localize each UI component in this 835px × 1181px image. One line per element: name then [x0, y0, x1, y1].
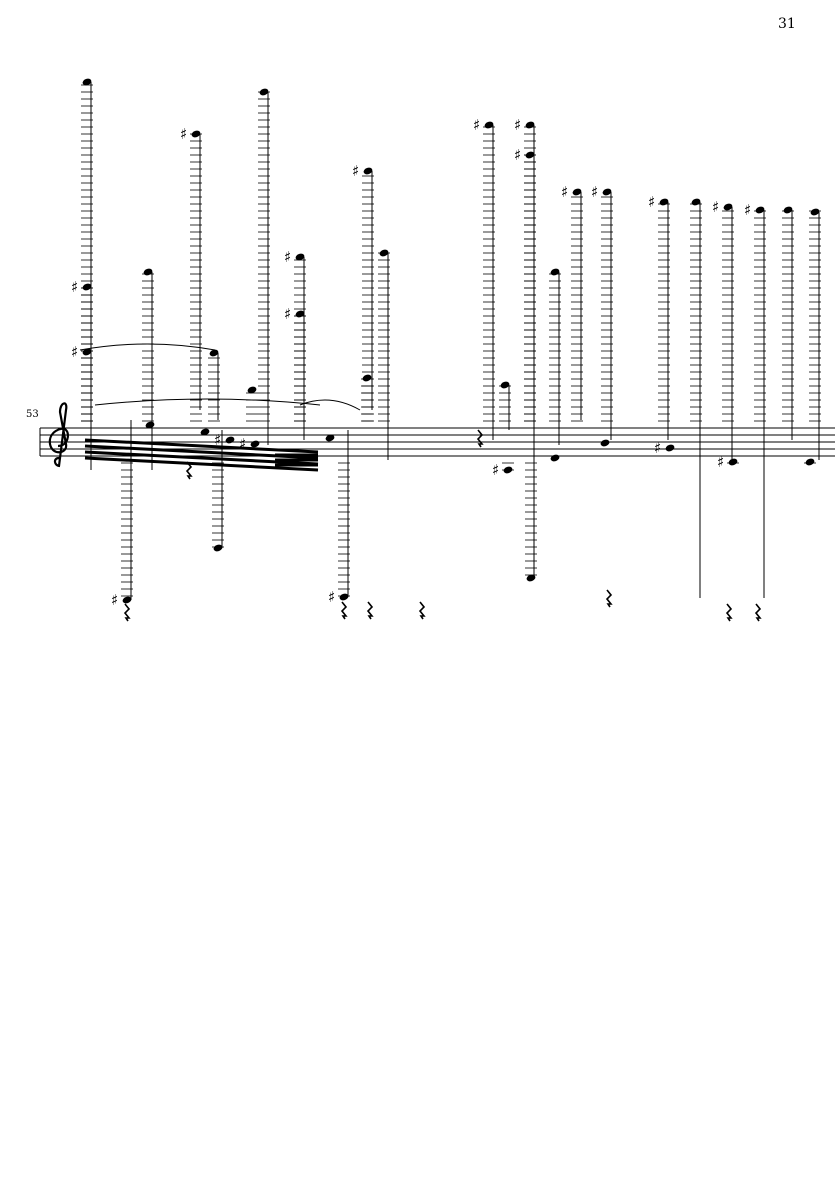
notehead — [145, 421, 155, 429]
notes-layer: ♯ ♯ ♯ ♯ ♯ ♯ ♯ ♯ ♯ ♯ ♯ ♯ ♯ ♯ ♯ ♯ ♯ ♯ ♯ ♯ ♯ — [71, 78, 821, 622]
quarter-rest-icon — [605, 589, 613, 608]
quarter-rest-icon — [340, 601, 348, 620]
notehead — [295, 310, 305, 318]
sharp-icon: ♯ — [492, 461, 499, 479]
notehead — [379, 249, 389, 257]
notehead — [363, 167, 373, 175]
notehead — [525, 121, 535, 129]
sharp-icon: ♯ — [654, 439, 661, 457]
notehead — [82, 348, 92, 356]
notehead — [600, 439, 610, 447]
notehead — [728, 458, 738, 466]
notehead — [339, 593, 349, 601]
notehead — [691, 198, 701, 206]
notehead — [526, 574, 536, 582]
notehead — [525, 151, 535, 159]
notehead — [200, 428, 210, 436]
sharp-icon: ♯ — [352, 162, 359, 180]
notehead — [503, 466, 513, 474]
beam — [84, 438, 319, 454]
sharp-icon: ♯ — [71, 278, 78, 296]
notehead — [805, 458, 815, 466]
notehead — [362, 374, 372, 382]
notehead — [572, 188, 582, 196]
quarter-rest-icon — [418, 601, 426, 620]
sharp-icon: ♯ — [473, 116, 480, 134]
notehead — [247, 386, 257, 394]
notehead — [665, 444, 675, 452]
notehead — [602, 188, 612, 196]
quarter-rest-icon — [366, 601, 374, 620]
sharp-icon: ♯ — [561, 183, 568, 201]
quarter-rest-icon — [476, 429, 484, 448]
notehead — [225, 436, 235, 444]
notehead — [325, 434, 335, 442]
beam — [84, 450, 319, 466]
quarter-rest-icon — [725, 603, 733, 622]
notehead — [191, 130, 201, 138]
notehead — [500, 381, 510, 389]
notehead — [550, 268, 560, 276]
sharp-icon: ♯ — [712, 198, 719, 216]
quarter-rest-icon — [185, 461, 193, 480]
notehead — [143, 268, 153, 276]
tie — [299, 399, 361, 411]
page-number: 31 — [778, 16, 796, 32]
sharp-icon: ♯ — [180, 125, 187, 143]
sharp-icon: ♯ — [648, 193, 655, 211]
sharp-icon: ♯ — [514, 146, 521, 164]
quarter-rest-icon — [754, 603, 762, 622]
sharp-icon: ♯ — [71, 343, 78, 361]
tie — [79, 343, 216, 351]
notehead — [810, 208, 820, 216]
sharp-icon: ♯ — [111, 591, 118, 609]
notehead — [550, 454, 560, 462]
notehead — [82, 283, 92, 291]
tie — [94, 398, 321, 406]
sharp-icon: ♯ — [284, 305, 291, 323]
sharp-icon: ♯ — [214, 431, 221, 449]
sharp-icon: ♯ — [239, 435, 246, 453]
notehead — [250, 440, 260, 448]
measure-number: 53 — [26, 409, 39, 420]
notehead — [122, 596, 132, 604]
sharp-icon: ♯ — [744, 201, 751, 219]
notehead — [209, 349, 219, 357]
sharp-icon: ♯ — [591, 183, 598, 201]
quarter-rest-icon — [123, 603, 131, 622]
sharp-icon: ♯ — [328, 588, 335, 606]
staff-lines — [39, 427, 835, 457]
notehead — [82, 78, 92, 86]
sharp-icon: ♯ — [514, 116, 521, 134]
notehead — [484, 121, 494, 129]
notehead — [783, 206, 793, 214]
notehead — [723, 203, 733, 211]
notehead — [259, 88, 269, 96]
notehead — [295, 253, 305, 261]
beam — [84, 456, 319, 472]
sharp-icon: ♯ — [717, 453, 724, 471]
notehead — [755, 206, 765, 214]
sharp-icon: ♯ — [284, 248, 291, 266]
notehead — [659, 198, 669, 206]
treble-clef-icon — [48, 402, 69, 468]
notehead — [213, 544, 223, 552]
